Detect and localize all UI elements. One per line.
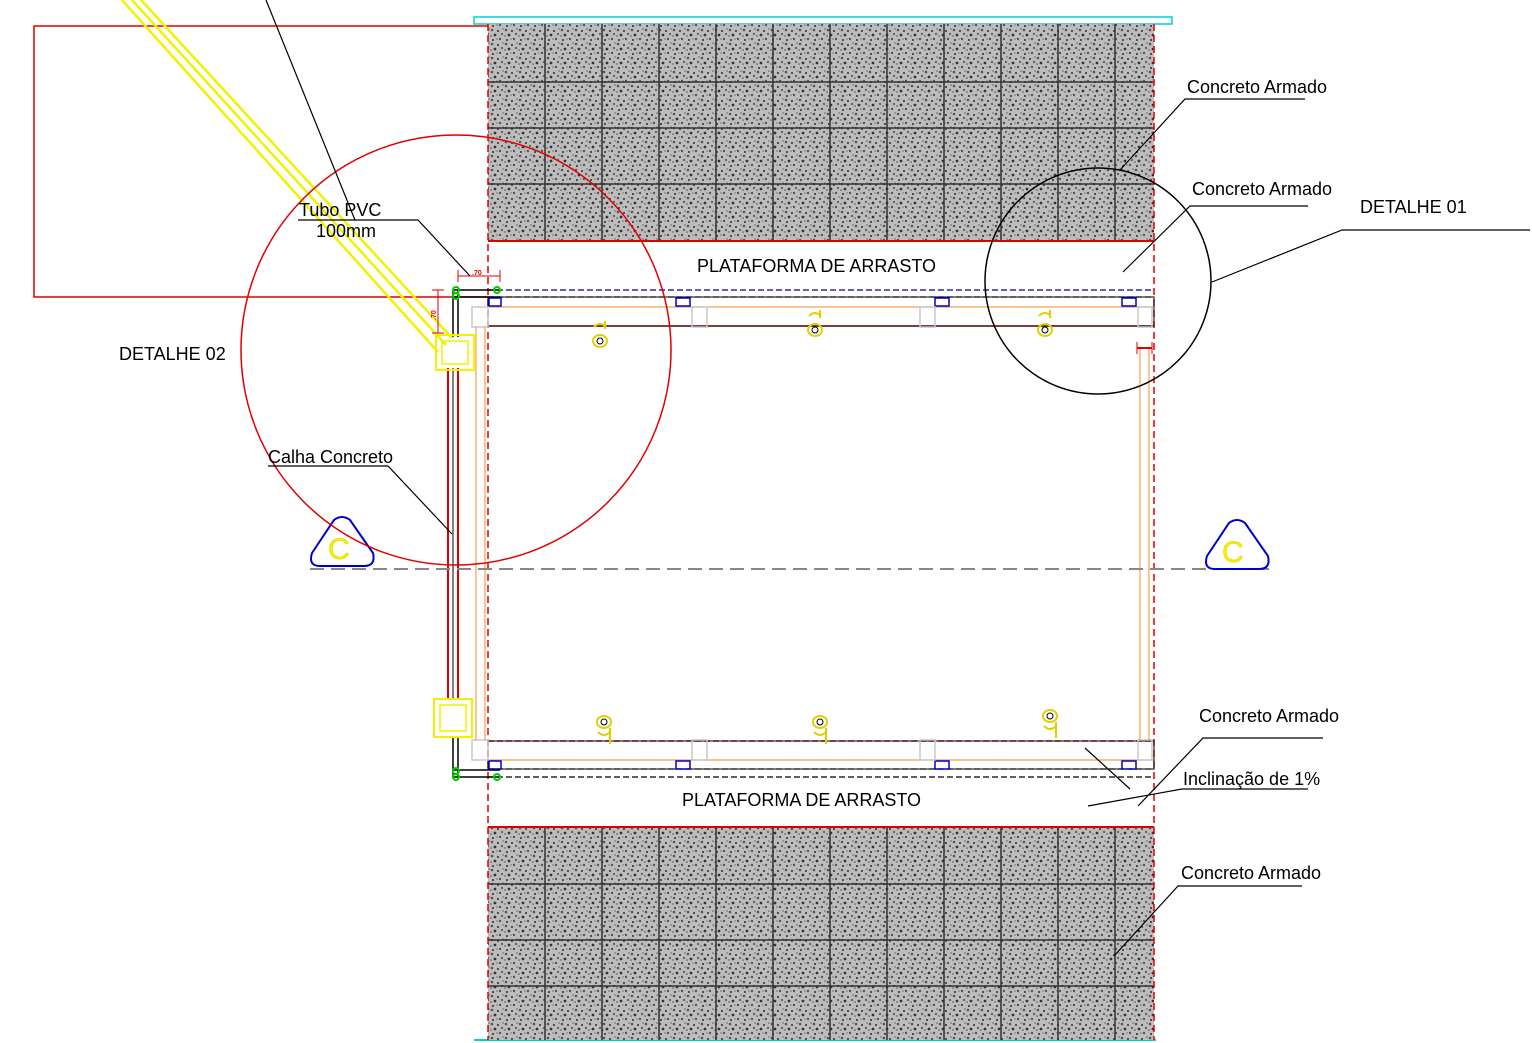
label-concreto-armado-bottom-1: Concreto Armado [1199,706,1339,726]
pipe-nodes [452,286,501,781]
label-concreto-armado-top-2: Concreto Armado [1192,179,1332,199]
label-tubo-pvc-size: 100mm [316,221,376,241]
section-mark-right: C [1205,519,1270,570]
lot-boundary [33,25,488,298]
orange-guides [475,327,1150,740]
label-plataforma-bottom: PLATAFORMA DE ARRASTO [682,790,921,810]
label-inclinacao: Inclinação de 1% [1183,769,1320,789]
section-mark-right-letter: C [1222,536,1244,569]
dim-top-label: .70 [472,270,482,277]
platform-top-edges [471,289,1155,328]
section-mark-left: C [310,516,375,567]
label-plataforma-top: PLATAFORMA DE ARRASTO [697,256,936,276]
label-concreto-armado-bottom-2: Concreto Armado [1181,863,1321,883]
concrete-slab-bottom [488,826,1154,1040]
dim-side-label: .70 [431,310,438,320]
concrete-slab-top [488,24,1154,242]
dimension-side: .70 [431,289,444,334]
label-detalhe-02: DETALHE 02 [119,344,226,364]
inspection-box-bottom [433,698,473,738]
section-mark-left-letter: C [328,533,350,566]
dimension-top: .70 [457,270,501,282]
label-concreto-armado-top-1: Concreto Armado [1187,77,1327,97]
drain-symbols-top [592,310,1053,348]
top-cyan-border [473,16,1173,25]
leader-lines [265,0,1530,957]
detail-01-circle [984,167,1212,395]
label-calha-concreto: Calha Concreto [268,447,393,467]
inspection-box-top [435,334,475,371]
detail-02-circle [240,134,672,566]
drain-symbols-bottom [596,709,1058,744]
concrete-channel [447,289,500,778]
dimension-right [1136,342,1153,354]
pvc-pipe [121,0,453,353]
label-tubo-pvc: Tubo PVC [299,200,381,220]
label-detalhe-01: DETALHE 01 [1360,197,1467,217]
platform-bottom-edges [471,739,1155,778]
